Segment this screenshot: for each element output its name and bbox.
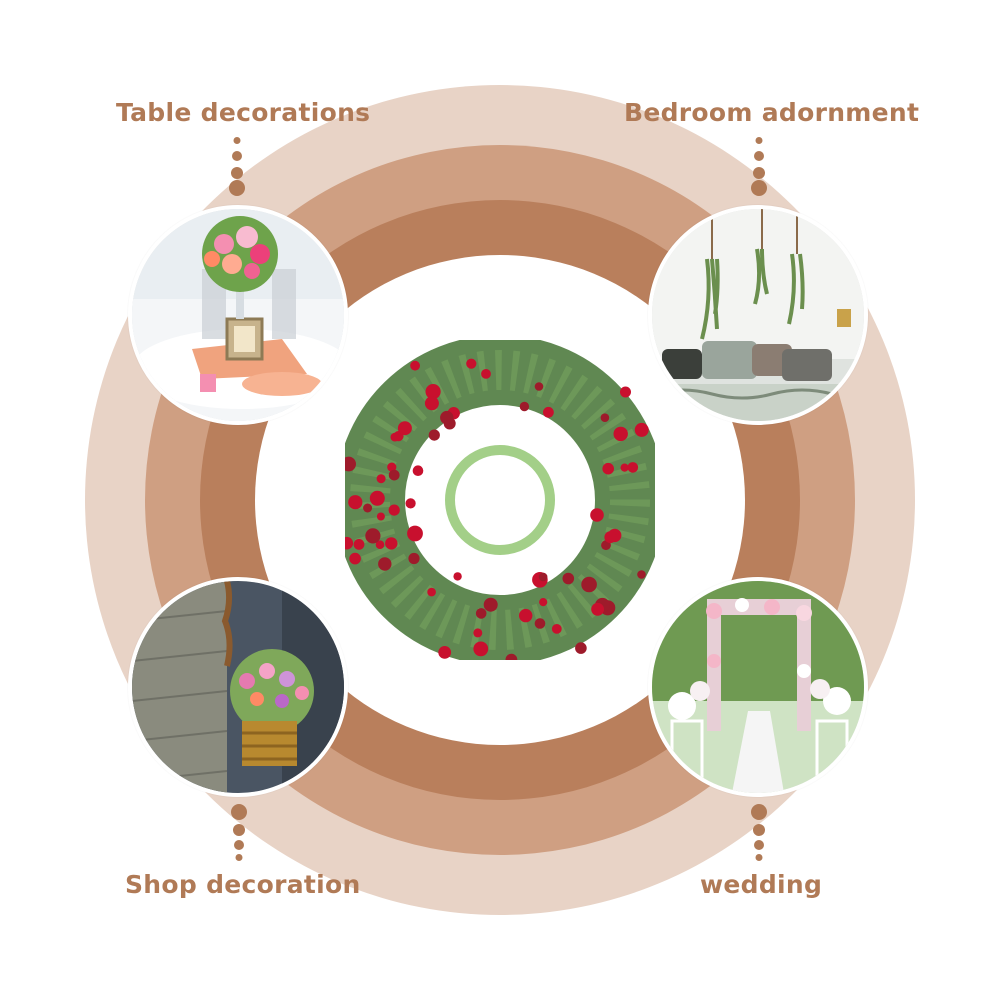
berry-mark bbox=[376, 512, 385, 521]
berry-mark bbox=[613, 426, 628, 442]
berry-mark bbox=[534, 618, 546, 629]
berry-mark bbox=[539, 598, 548, 607]
berry-mark bbox=[408, 552, 420, 565]
berry-mark bbox=[353, 539, 365, 550]
berry-mark bbox=[424, 396, 439, 411]
berry-mark bbox=[637, 570, 646, 579]
berry-mark bbox=[627, 462, 639, 473]
label-wedding: wedding bbox=[700, 870, 823, 899]
berry-mark bbox=[519, 608, 533, 623]
berry-mark bbox=[590, 508, 604, 522]
berry-mark bbox=[390, 432, 400, 442]
berry-mark bbox=[387, 462, 397, 472]
berry-mark bbox=[428, 429, 440, 441]
connector-dots-bottom-left bbox=[229, 804, 249, 864]
berry-mark bbox=[634, 422, 649, 437]
berry-mark bbox=[551, 624, 562, 634]
berry-mark bbox=[405, 498, 416, 509]
connector-dots-top-left bbox=[227, 137, 247, 197]
berry-mark bbox=[365, 528, 381, 544]
table-centerpiece-photo bbox=[128, 205, 348, 425]
hanging-basket-photo bbox=[128, 577, 348, 797]
berry-mark bbox=[388, 504, 400, 516]
berry-mark bbox=[562, 572, 575, 585]
berry-mark bbox=[440, 410, 454, 425]
berry-mark bbox=[348, 495, 363, 510]
berry-mark bbox=[620, 463, 629, 472]
connector-dots-top-right bbox=[749, 137, 769, 197]
berry-mark bbox=[575, 642, 587, 654]
label-bedroom-adornment: Bedroom adornment bbox=[624, 98, 920, 127]
berry-mark bbox=[466, 358, 477, 369]
berry-mark bbox=[410, 360, 420, 371]
berry-mark bbox=[473, 641, 489, 657]
berry-mark bbox=[453, 572, 462, 581]
berry-mark bbox=[602, 462, 614, 475]
berry-mark bbox=[620, 386, 631, 398]
berry-mark bbox=[534, 382, 544, 391]
berry-mark bbox=[600, 413, 610, 422]
berry-mark bbox=[385, 537, 398, 550]
berry-mark bbox=[483, 597, 498, 612]
berry-mark bbox=[378, 557, 392, 571]
berry-mark bbox=[591, 602, 604, 616]
berry-mark bbox=[376, 474, 386, 484]
berry-mark bbox=[369, 490, 385, 506]
berry-mark bbox=[519, 401, 530, 412]
wedding-arch-photo bbox=[648, 577, 868, 797]
berry-mark bbox=[581, 576, 597, 593]
berry-mark bbox=[412, 465, 424, 476]
berry-wreath-image bbox=[331, 335, 665, 670]
berry-mark bbox=[407, 525, 423, 542]
berry-mark bbox=[341, 456, 356, 472]
berry-mark bbox=[604, 531, 617, 544]
berry-mark bbox=[425, 384, 441, 400]
berry-mark bbox=[388, 469, 400, 481]
berry-mark bbox=[438, 646, 452, 659]
berry-mark bbox=[538, 572, 548, 582]
connector-dots-bottom-right bbox=[749, 804, 769, 864]
berry-mark bbox=[397, 421, 412, 436]
berry-mark bbox=[481, 369, 491, 379]
berry-mark bbox=[363, 503, 373, 513]
berry-mark bbox=[473, 628, 483, 638]
berry-mark bbox=[475, 608, 487, 619]
berry-mark bbox=[543, 406, 554, 418]
berry-mark bbox=[427, 587, 436, 597]
berry-mark bbox=[349, 552, 361, 565]
berry-mark bbox=[375, 540, 385, 549]
label-shop-decoration: Shop decoration bbox=[125, 870, 361, 899]
label-table-decorations: Table decorations bbox=[116, 98, 371, 127]
bedroom-hanging-plants-photo bbox=[648, 205, 868, 425]
